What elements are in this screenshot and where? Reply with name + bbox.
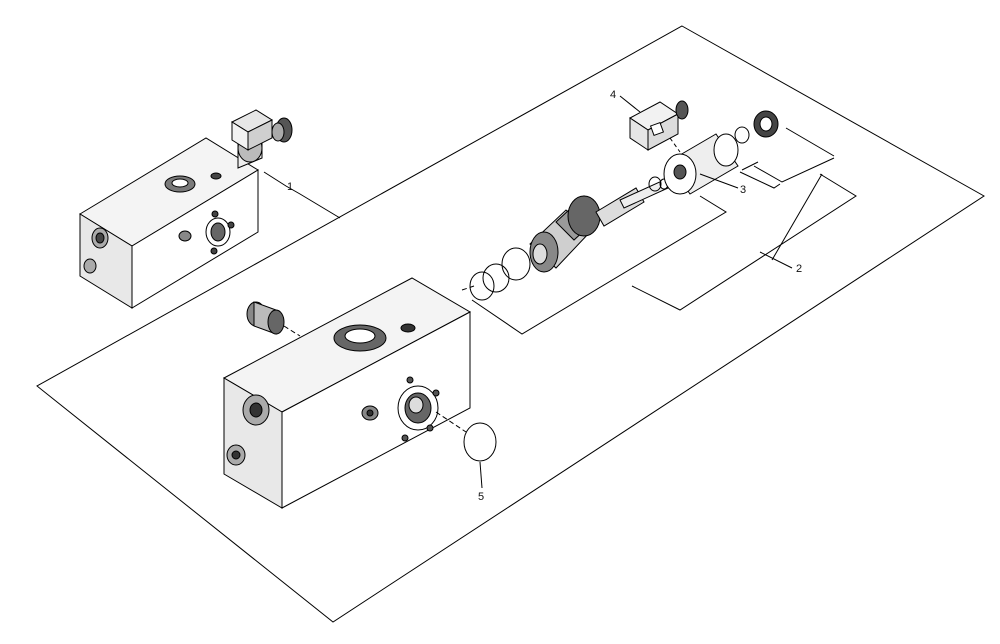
callout-1: 1 [287,181,293,193]
callout-3-leader [699,173,739,189]
callout-2-bracket [471,195,727,335]
plug-fitting [246,301,301,337]
callout-2: 2 [796,263,802,275]
callout-1-leader [263,171,341,219]
valve-cartridge [529,178,669,273]
ground-plane-outline [36,25,985,623]
end-nut-and-ring [734,110,779,144]
small-o-ring [648,176,662,192]
callout-5-leader [479,461,483,489]
callout-4: 4 [610,89,616,101]
callout-3: 3 [740,184,746,196]
callout-5: 5 [478,491,484,503]
o-ring-5 [435,411,497,462]
callout-4-leader [619,95,641,113]
exploded-seal-rings [461,247,531,301]
plug-connector [629,100,689,153]
main-valve-block [222,277,472,509]
solenoid-coil [663,133,739,195]
assembled-valve-block [79,109,293,309]
